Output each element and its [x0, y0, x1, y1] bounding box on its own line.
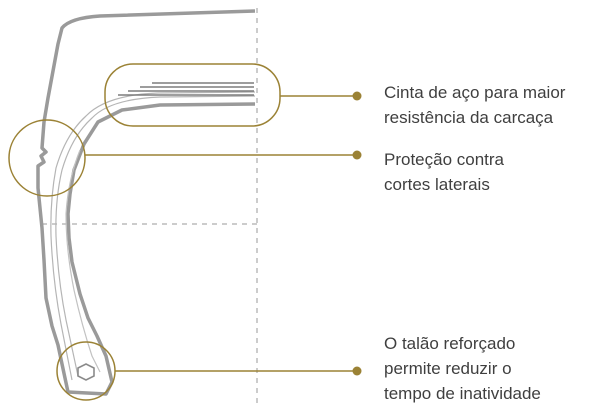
inner-liner-3 [65, 149, 101, 373]
sidewall-dot [352, 150, 362, 160]
inner-liner-1 [55, 95, 256, 377]
inner-liner-2 [50, 91, 256, 381]
tire-outer-contour [36, 9, 256, 396]
sidewall-label-line-2: cortes laterais [384, 175, 490, 194]
steel-belt-label: Cinta de aço para maior resistência da c… [384, 80, 565, 130]
steel-belt-dot [352, 91, 362, 101]
bead-label-line-2: permite reduzir o [384, 359, 512, 378]
steel-belt-label-line-1: Cinta de aço para maior [384, 83, 566, 102]
sidewall-highlight [8, 119, 86, 197]
bead-dot [352, 366, 362, 376]
steel-belt-highlight [104, 63, 281, 127]
bead-core [77, 363, 95, 381]
steel-belt-label-line-2: resistência da carcaça [384, 108, 554, 127]
bead-label-line-3: tempo de inatividade [384, 384, 541, 403]
sidewall-label-line-1: Proteção contra [384, 150, 505, 169]
sidewall-protection-label: Proteção contra cortes laterais [384, 147, 504, 197]
reinforced-bead-label: O talão reforçado permite reduzir o temp… [384, 331, 541, 406]
bead-label-line-1: O talão reforçado [384, 334, 516, 353]
